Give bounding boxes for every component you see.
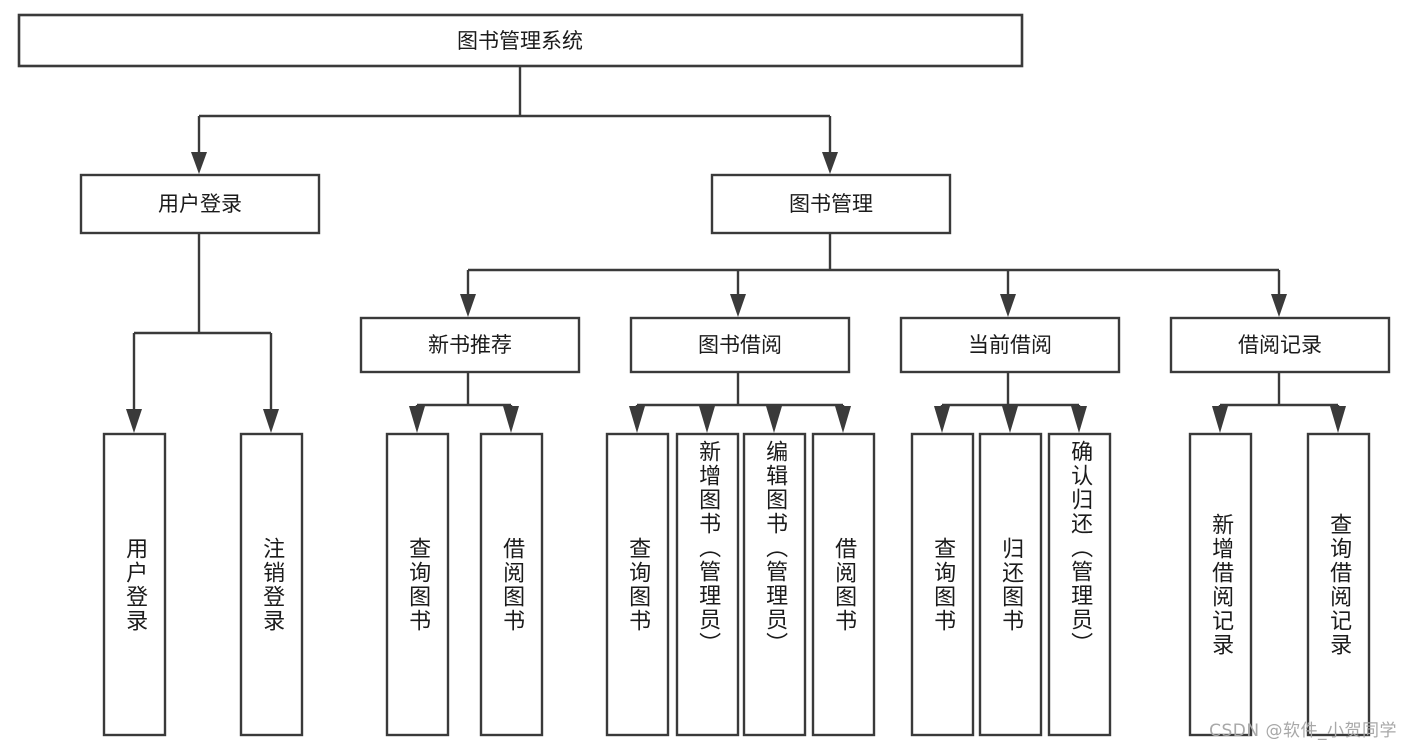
leaf-confirm-return-box[interactable] [1047,432,1112,737]
node-new-book-recommend[interactable]: 新书推荐 [359,316,581,374]
connector-group-root [191,67,838,174]
node-book-management-box[interactable] [710,173,952,235]
node-root-label: 图书管理系统 [457,29,583,53]
leaf-return-book-box[interactable] [978,432,1043,737]
arrowhead-leaf-add-book [699,406,715,433]
connector-group-new-book-recommend [409,372,519,433]
leaf-logout-login-box[interactable] [239,432,304,737]
arrowhead-leaf-user-login [126,409,142,433]
connector-group-borrow-record [1212,372,1346,433]
node-borrow-record-box[interactable] [1169,316,1391,374]
leaf-query-book-2-box[interactable] [605,432,670,737]
node-current-borrow-label: 当前借阅 [968,333,1052,357]
watermark-text: CSDN @软件_小贺同学 [1209,721,1397,741]
node-current-borrow-box[interactable] [899,316,1121,374]
node-book-borrow-box[interactable] [629,316,851,374]
arrowhead-leaf-query-book-1 [409,406,425,433]
arrowhead-leaf-query-borrow-record [1330,406,1346,433]
arrowhead-leaf-return-book [1002,406,1018,433]
arrowhead-book-management [822,152,838,174]
node-user-login-box[interactable] [79,173,321,235]
node-root[interactable]: 图书管理系统 [17,13,1024,68]
arrowhead-leaf-add-borrow-record [1212,406,1228,433]
arrowhead-leaf-logout-login [263,409,279,433]
arrowhead-borrow-record [1271,294,1287,317]
arrowhead-user-login [191,152,207,174]
node-book-borrow-label: 图书借阅 [698,333,782,357]
leaf-borrow-book-1-box[interactable] [479,432,544,737]
leaf-query-book-1-box[interactable] [385,432,450,737]
node-user-login-label: 用户登录 [158,192,242,216]
leaf-boxes [102,432,1371,737]
leaf-add-book-box[interactable] [675,432,740,737]
node-current-borrow[interactable]: 当前借阅 [899,316,1121,374]
arrowhead-leaf-query-book-2 [629,406,645,433]
arrowhead-leaf-confirm-return [1071,406,1087,433]
node-book-management[interactable]: 图书管理 [710,173,952,235]
node-borrow-record-label: 借阅记录 [1238,333,1322,357]
connector-group-book-management [460,233,1287,317]
node-book-management-label: 图书管理 [789,192,873,216]
leaf-user-login-box[interactable] [102,432,167,737]
arrowhead-book-borrow [730,294,746,317]
node-user-login[interactable]: 用户登录 [79,173,321,235]
leaf-borrow-book-2-box[interactable] [811,432,876,737]
node-root-box[interactable] [17,13,1024,68]
leaf-query-borrow-record-box[interactable] [1306,432,1371,737]
connector-group-book-borrow [629,372,851,433]
node-book-borrow[interactable]: 图书借阅 [629,316,851,374]
arrowhead-current-borrow [1000,294,1016,317]
leaf-edit-book-box[interactable] [742,432,807,737]
arrowhead-new-book-recommend [460,294,476,317]
node-borrow-record[interactable]: 借阅记录 [1169,316,1391,374]
leaf-query-book-3-box[interactable] [910,432,975,737]
arrowhead-leaf-edit-book [766,406,782,433]
arrowhead-leaf-borrow-book-1 [503,406,519,433]
node-new-book-recommend-label: 新书推荐 [428,333,512,357]
arrowhead-leaf-borrow-book-2 [835,406,851,433]
leaf-add-borrow-record-box[interactable] [1188,432,1253,737]
connector-group-current-borrow [934,372,1087,433]
node-new-book-recommend-box[interactable] [359,316,581,374]
arrowhead-leaf-query-book-3 [934,406,950,433]
connector-group-user-login [126,233,279,433]
